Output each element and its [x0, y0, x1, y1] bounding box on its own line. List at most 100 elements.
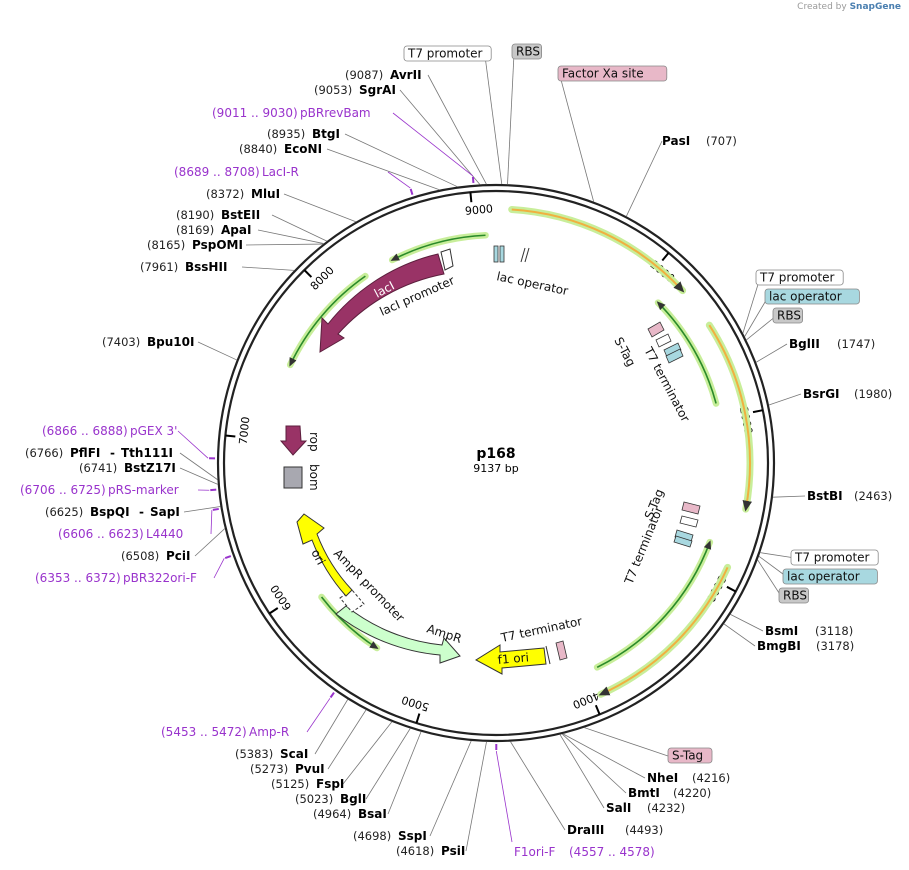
- feature-box-promoter[interactable]: [403, 45, 492, 62]
- rop-arrow[interactable]: [279, 425, 308, 456]
- orf-arc-right[interactable]: [708, 324, 753, 512]
- t7-term-mark-2[interactable]: [679, 515, 699, 528]
- enzyme-pos: (4232): [647, 801, 685, 815]
- feature-box-label: T7 promoter: [759, 271, 835, 285]
- enzyme-name[interactable]: FspI: [316, 777, 344, 791]
- enzyme-name[interactable]: BstZ17I: [124, 461, 176, 475]
- orf-arc-green-2[interactable]: [596, 540, 712, 669]
- enzyme-name[interactable]: BmtI: [628, 786, 660, 800]
- enzyme-name[interactable]: MluI: [251, 187, 280, 201]
- primer-name[interactable]: pBRrevBam: [300, 106, 371, 120]
- enzyme-name[interactable]: BsmI: [765, 624, 798, 638]
- enzyme-pos: (4964): [313, 807, 351, 821]
- enzyme-name[interactable]: SalI: [606, 801, 631, 815]
- primer-leader: [392, 112, 474, 177]
- f1-ori-arrow[interactable]: [475, 644, 547, 675]
- orf-arc-green-left-2[interactable]: [289, 275, 366, 367]
- leader-line: [314, 699, 349, 755]
- enzyme-name[interactable]: SspI: [398, 829, 427, 843]
- lac-operator-mark-3[interactable]: [663, 342, 682, 358]
- t7-term-mark-3[interactable]: [555, 640, 568, 661]
- primer-name[interactable]: Amp-R: [249, 725, 289, 739]
- feature-box-promoter[interactable]: [755, 269, 844, 286]
- orf-arc-top[interactable]: [511, 208, 685, 293]
- orf-arc-green-left[interactable]: [390, 234, 486, 261]
- enzyme-pos: (4493): [625, 823, 663, 837]
- s-tag-arrow-1[interactable]: [647, 321, 665, 338]
- feature-box-promoter[interactable]: [790, 549, 879, 566]
- enzyme-name[interactable]: PciI: [166, 549, 191, 563]
- ampr-arrow[interactable]: [335, 605, 461, 664]
- feature-box-protease[interactable]: [667, 747, 713, 764]
- enzyme-name[interactable]: BsrGI: [803, 387, 840, 401]
- enzyme-name[interactable]: BsaI: [358, 807, 387, 821]
- primer-name[interactable]: pGEX 3': [130, 424, 177, 438]
- enzyme-name[interactable]: PflFI: [70, 446, 100, 460]
- s-tag-label-1: S-Tag: [611, 335, 638, 369]
- primer-name[interactable]: L4440: [146, 527, 183, 541]
- t7-terminator-label-3: T7 terminator: [499, 614, 584, 645]
- enzyme-name[interactable]: BtgI: [312, 127, 340, 141]
- enzyme-name[interactable]: BspQI: [90, 505, 130, 519]
- lac-operator-mark-2[interactable]: [499, 245, 505, 263]
- primer-name[interactable]: LacI-R: [262, 165, 299, 179]
- lac-operator-mark-6[interactable]: [673, 535, 693, 548]
- leader-line: [427, 74, 487, 185]
- primer-name[interactable]: pBR322ori-F: [123, 571, 197, 585]
- enzyme-pos: (7403): [102, 335, 140, 349]
- s-tag-arrow-2[interactable]: [681, 501, 701, 515]
- enzyme-name[interactable]: ScaI: [280, 747, 308, 761]
- feature-box-protease[interactable]: [557, 65, 668, 82]
- enzyme-name[interactable]: BmgBI: [757, 639, 801, 653]
- enzyme-name[interactable]: SgrAI: [359, 83, 396, 97]
- feature-box-rbs[interactable]: [778, 587, 810, 604]
- enzyme-name[interactable]: BstBI: [807, 489, 843, 503]
- primer-leader: [306, 698, 331, 733]
- leader-line: [730, 613, 764, 632]
- lac-operator-mark-4[interactable]: [665, 348, 684, 364]
- leader-line: [194, 528, 226, 557]
- enzyme-name[interactable]: ApaI: [221, 223, 251, 237]
- enzyme-pos: (6766): [25, 446, 63, 460]
- enzyme-name-alt[interactable]: Tth111I: [121, 446, 173, 460]
- enzyme-pos: (4618): [396, 844, 434, 858]
- orf-arc-green-1[interactable]: [656, 301, 717, 404]
- lac-operator-mark[interactable]: [493, 245, 499, 263]
- orf-arc-green-bottom[interactable]: [320, 596, 379, 650]
- leader-line: [559, 75, 595, 202]
- enzyme-name[interactable]: BssHII: [185, 260, 227, 274]
- enzyme-name[interactable]: PsiI: [441, 844, 465, 858]
- enzyme-name[interactable]: Bpu10I: [147, 335, 194, 349]
- feature-box-rbs[interactable]: [772, 307, 804, 324]
- ori-arrow[interactable]: [296, 513, 353, 597]
- enzyme-pos: (7961): [140, 260, 178, 274]
- bom-box[interactable]: [283, 466, 303, 489]
- primer-name[interactable]: pRS-marker: [108, 483, 179, 497]
- feature-box-rbs[interactable]: [511, 43, 543, 60]
- feature-box-operator[interactable]: [782, 568, 878, 585]
- enzyme-name[interactable]: AvrII: [390, 68, 422, 82]
- tick-mark: [303, 269, 313, 278]
- credit-prefix: Created by: [797, 2, 847, 12]
- enzyme-name[interactable]: PvuI: [295, 762, 325, 776]
- bom-label: bom: [307, 464, 321, 491]
- t7-term-mark-1[interactable]: [655, 333, 672, 348]
- enzyme-pos: (707): [706, 134, 737, 148]
- enzyme-name[interactable]: BglI: [340, 792, 366, 806]
- enzyme-name[interactable]: NheI: [647, 771, 678, 785]
- enzyme-name[interactable]: PasI: [662, 134, 690, 148]
- tick-mark: [661, 252, 670, 262]
- orf-arc-bottom-right[interactable]: [598, 566, 729, 696]
- enzyme-name[interactable]: DraIII: [567, 823, 604, 837]
- primer-name[interactable]: F1ori-F: [514, 845, 555, 859]
- enzyme-name[interactable]: EcoNI: [284, 142, 322, 156]
- feature-box-label: RBS: [777, 309, 801, 323]
- laci-arrow[interactable]: [319, 253, 445, 353]
- enzyme-labels: (9087) AvrII (9053) SgrAI (8935) BtgI (8…: [25, 68, 892, 858]
- enzyme-name[interactable]: BglII: [789, 337, 820, 351]
- enzyme-name[interactable]: PspOMI: [192, 238, 243, 252]
- laci-promoter-arrow[interactable]: [440, 248, 454, 271]
- feature-box-operator[interactable]: [764, 288, 860, 305]
- enzyme-name[interactable]: BstEII: [221, 208, 260, 222]
- enzyme-name-alt[interactable]: SapI: [150, 505, 180, 519]
